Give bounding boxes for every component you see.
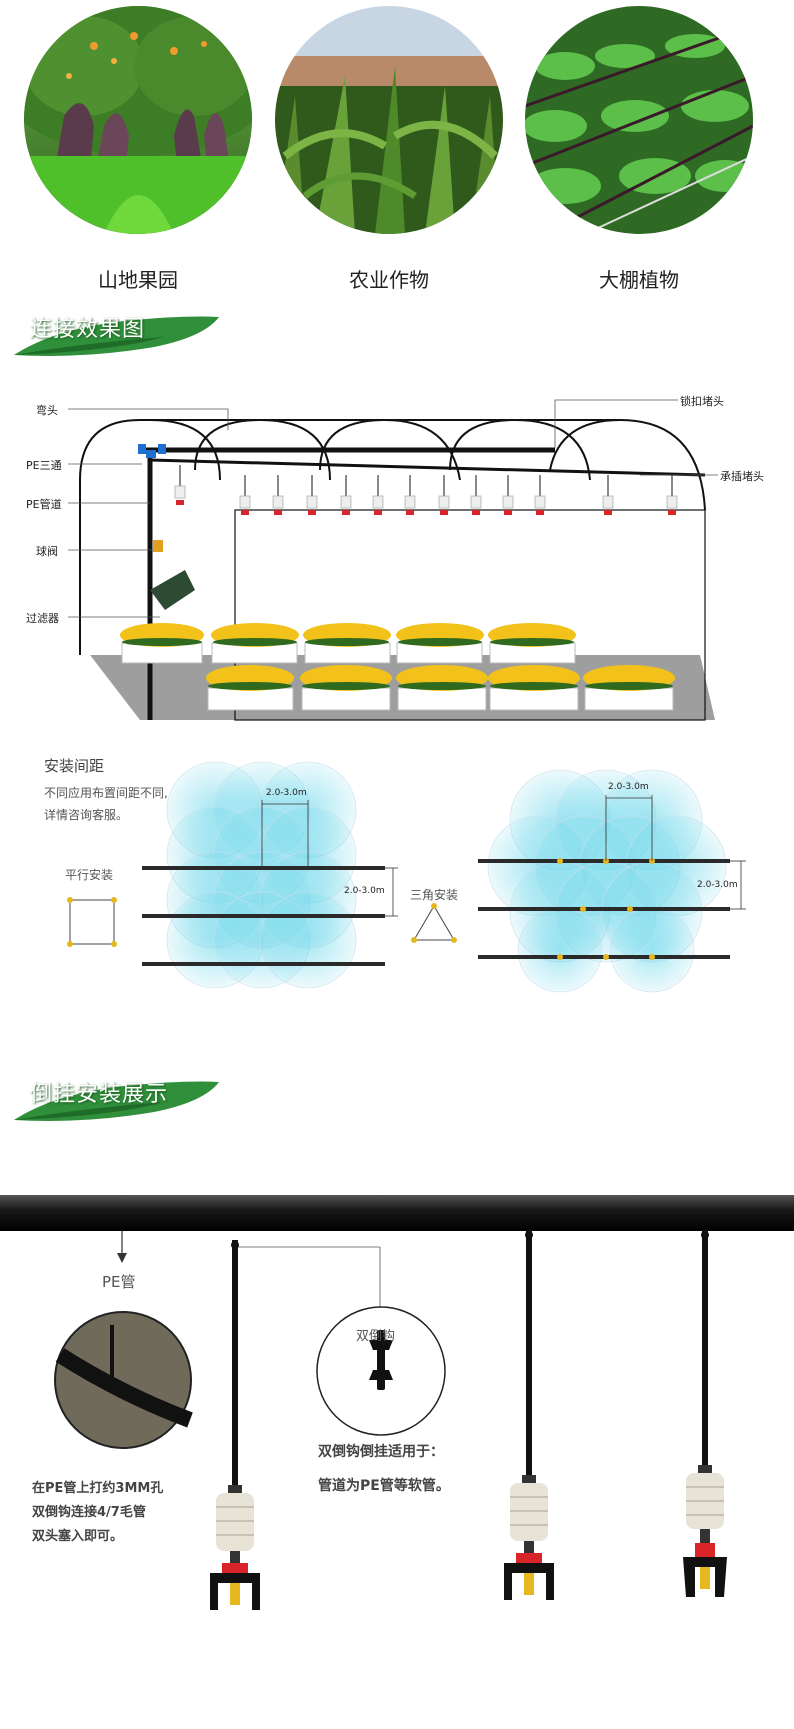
greenhouse-plants-photo [525, 6, 753, 234]
dim-parallel-horizontal: 2.0-3.0m [266, 788, 307, 798]
instruction-line2: 双倒钩连接4/7毛管 [32, 1505, 146, 1520]
install-spacing-section: 安装间距 不同应用布置间距不同, 详情咨询客服。 平行安装 三角安装 2.0-3… [0, 740, 794, 1020]
label-pe-tee: PE三通 [26, 459, 62, 472]
spacing-title: 安装间距 [44, 757, 105, 775]
label-lock-cap: 锁扣堵头 [680, 395, 724, 408]
application-photos: 山地果园 农业作物 大棚植物 [0, 6, 794, 296]
double-barb-usage: 双倒钩倒挂适用于： 管道为PE管等软管。 [318, 1435, 450, 1503]
double-barb-label: 双倒钩 [356, 1329, 396, 1344]
section-title: 连接效果图 [30, 317, 146, 342]
instruction-line1: 在PE管上打约3MM孔 [32, 1481, 164, 1496]
photo-caption-crops: 农业作物 [349, 268, 429, 292]
instruction-line3: 双头塞入即可。 [32, 1529, 124, 1544]
photo-caption-orchard: 山地果园 [98, 268, 178, 292]
photo-caption-greenhouse: 大棚植物 [599, 268, 679, 292]
greenhouse-diagram: 弯头 PE三通 PE管道 球阀 过滤器 锁扣堵头 承插堵头 [0, 380, 794, 730]
corn-crop-photo [275, 6, 503, 234]
orchard-photo [24, 6, 252, 234]
pe-pipe-label: PE管 [102, 1273, 136, 1291]
dim-triangle-vertical: 2.0-3.0m [697, 880, 738, 890]
usage-line1: 双倒钩倒挂适用于： [318, 1444, 444, 1460]
label-elbow: 弯头 [36, 404, 58, 417]
label-ball-valve: 球阀 [36, 545, 58, 558]
spacing-desc-line1: 不同应用布置间距不同, [44, 786, 168, 800]
spacing-desc-line2: 详情咨询客服。 [44, 808, 129, 822]
hanging-install-section: PE管 双倒钩 在PE管上打约3MM孔 双倒钩连接4/7毛管 双头塞入即可。 双… [0, 1185, 794, 1729]
label-pe-pipe: PE管道 [26, 498, 62, 511]
spacing-description: 不同应用布置间距不同, 详情咨询客服。 [44, 782, 214, 826]
dim-parallel-vertical: 2.0-3.0m [344, 886, 385, 896]
label-filter: 过滤器 [26, 612, 59, 625]
pe-pipe-instructions: 在PE管上打约3MM孔 双倒钩连接4/7毛管 双头塞入即可。 [32, 1477, 163, 1549]
usage-line2: 管道为PE管等软管。 [318, 1478, 450, 1494]
dim-triangle-horizontal: 2.0-3.0m [608, 782, 649, 792]
section-banner-hanging: 倒挂安装展示 [14, 1072, 219, 1124]
section-banner-connection: 连接效果图 [14, 307, 219, 359]
parallel-install-label: 平行安装 [65, 868, 114, 882]
label-plug-cap: 承插堵头 [720, 470, 764, 483]
section-title: 倒挂安装展示 [30, 1082, 169, 1107]
triangle-install-label: 三角安装 [410, 888, 459, 902]
